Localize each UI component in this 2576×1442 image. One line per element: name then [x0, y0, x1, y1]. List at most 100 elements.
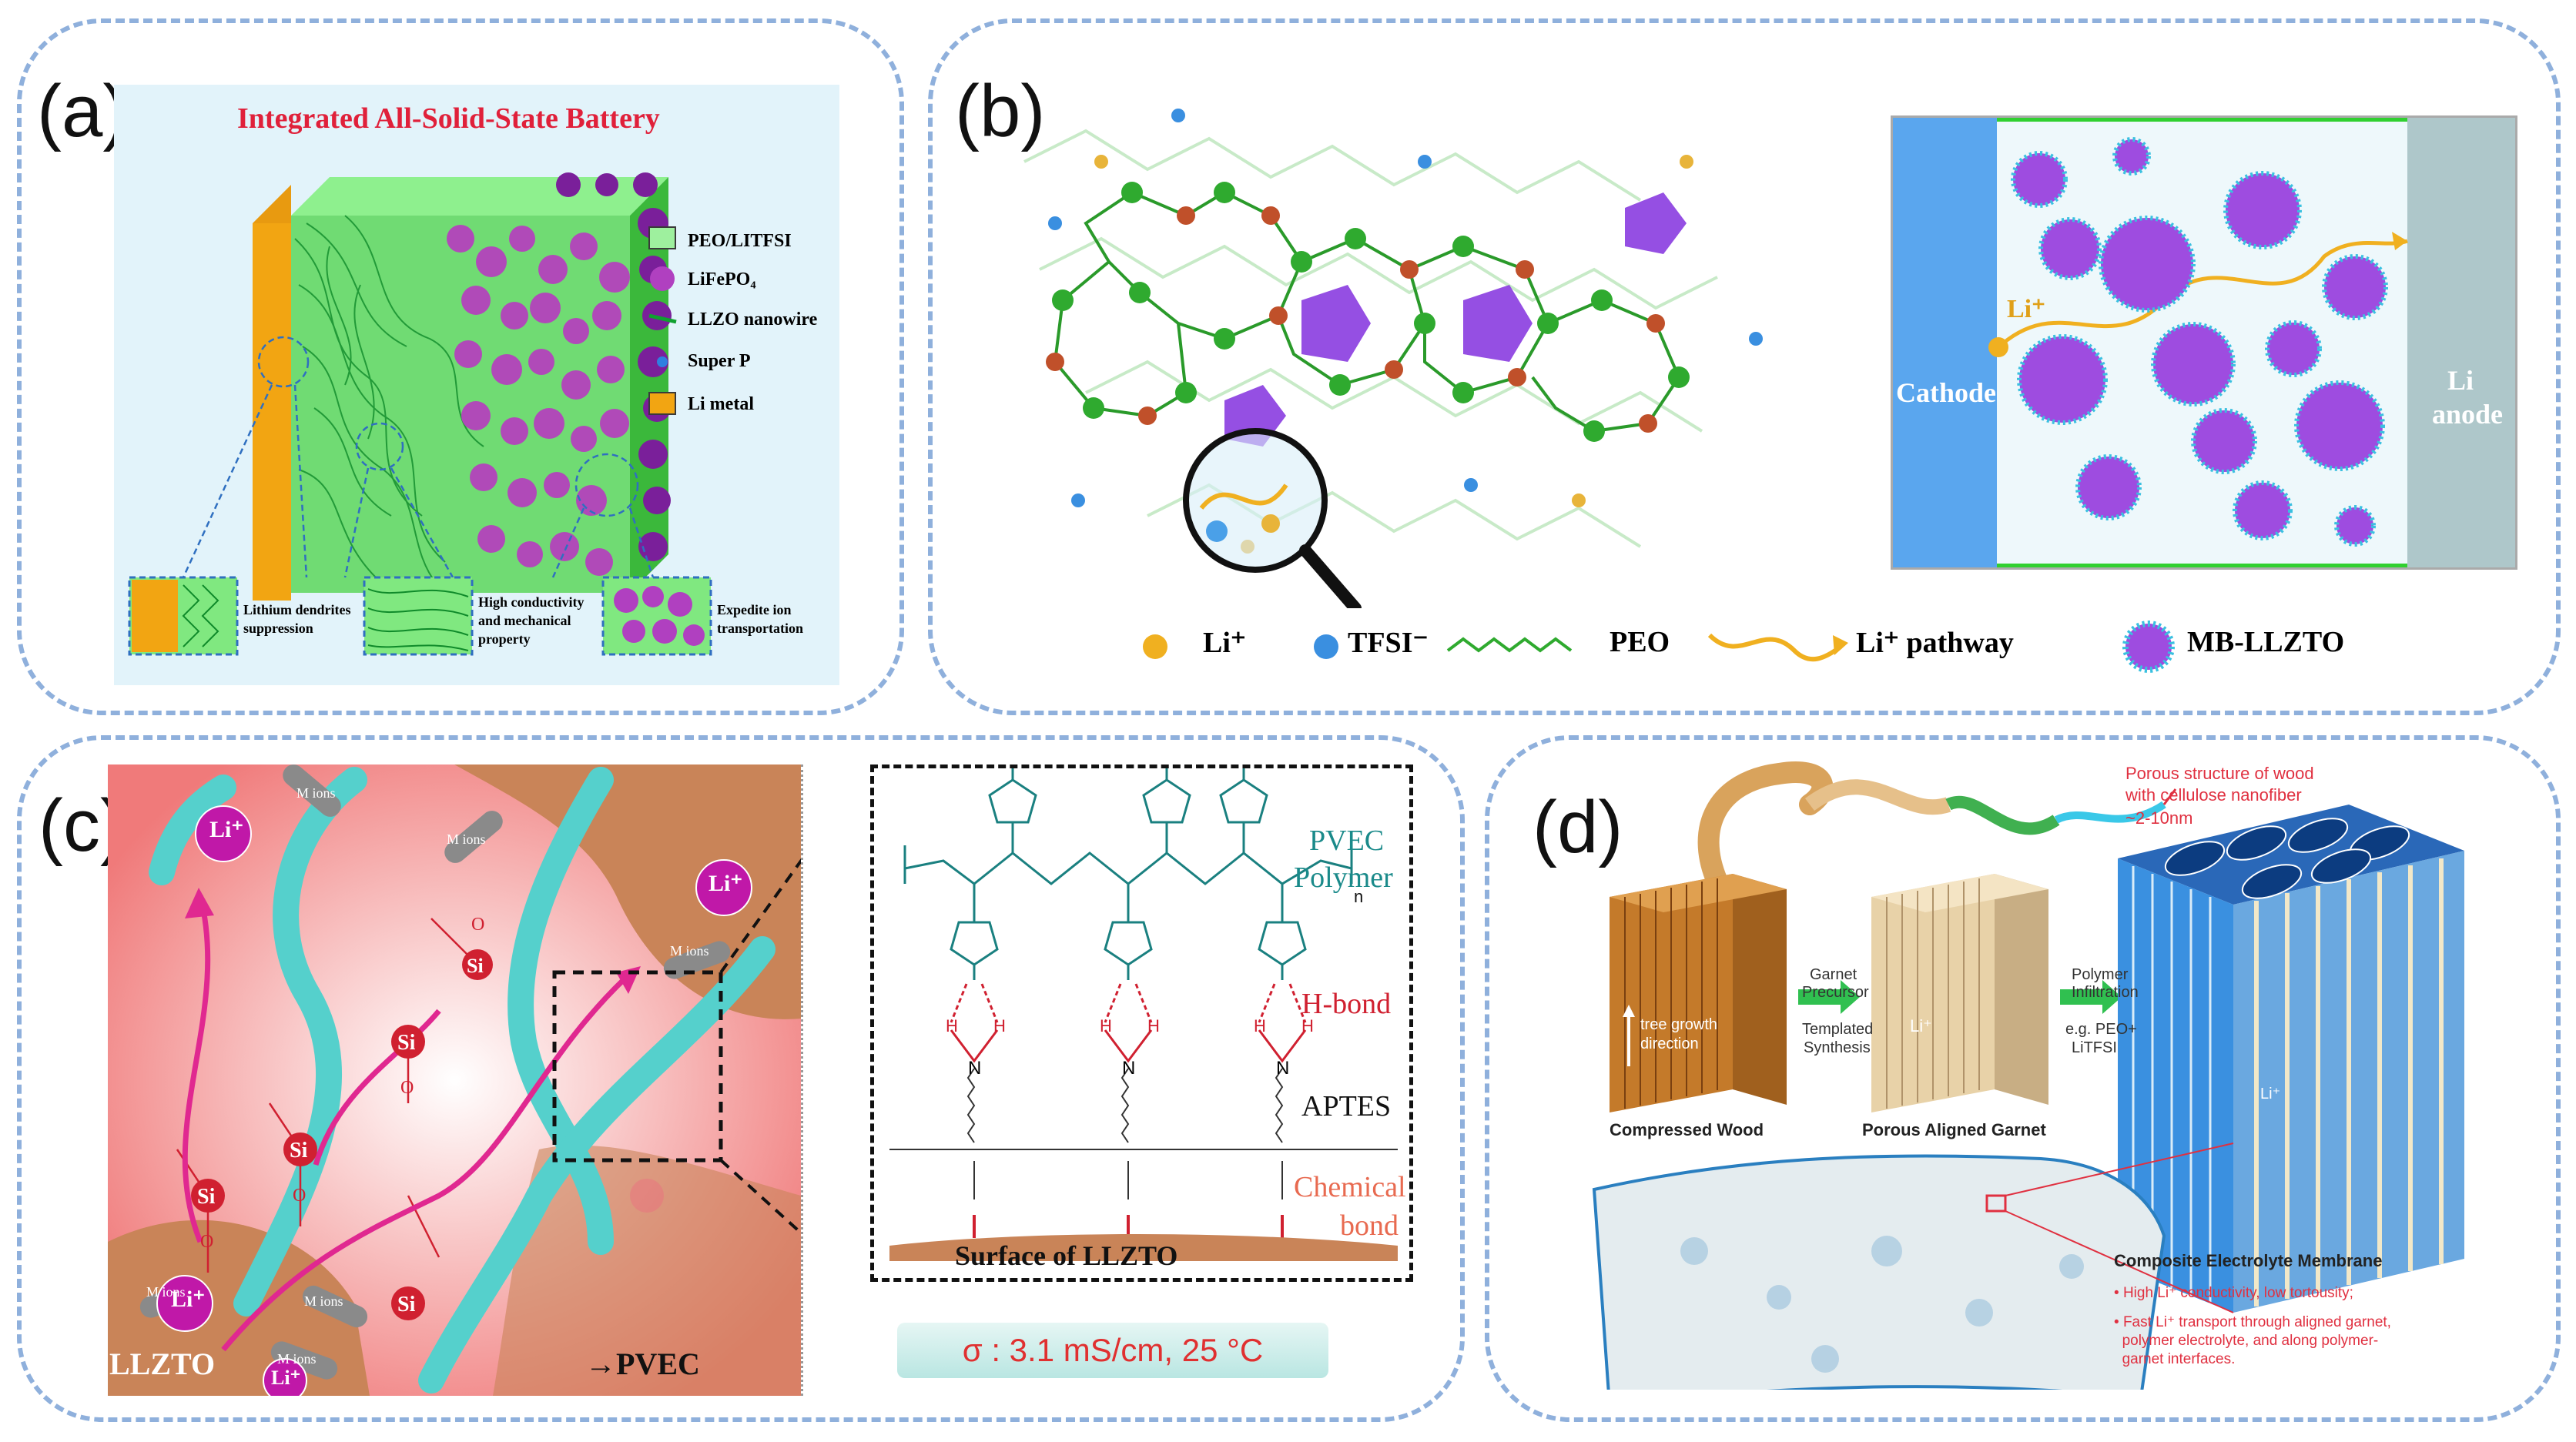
- chemical-bond-line2: bond: [1340, 1209, 1399, 1242]
- step2-line2: Infiltration: [2072, 984, 2139, 1001]
- inset-3-caption: Expedite ion transportation: [717, 602, 803, 636]
- step1-line3: Templated: [1802, 1021, 1874, 1038]
- hydrogen-3: H: [1100, 1016, 1112, 1035]
- legend-mb-llzto-particle: [2122, 621, 2175, 673]
- m-ions-4: M ions: [447, 831, 486, 847]
- m-ions-2: M ions: [277, 1351, 317, 1367]
- inset-2: [363, 576, 474, 656]
- hydrogen-2: H: [993, 1016, 1006, 1035]
- inset-1-caption: Lithium dendrites suppression: [243, 602, 351, 636]
- step1-line4: Synthesis: [1804, 1039, 1871, 1056]
- cellulose-fiber: [1945, 795, 2060, 835]
- si-label-3: Si: [397, 1031, 416, 1055]
- panel-b-legend-marks: [1143, 621, 2175, 673]
- bullet-2-line3: garnet interfaces.: [2122, 1351, 2236, 1367]
- wood-note-line3: ~2-10nm: [2125, 808, 2193, 828]
- o-label-4: O: [471, 915, 485, 935]
- panel-c-illustration: [108, 764, 801, 1396]
- electrolyte-block: [291, 216, 630, 593]
- bullet-2-line1: Fast Li⁺ transport through aligned garne…: [2122, 1314, 2391, 1330]
- li-ion-1: Li⁺: [209, 817, 244, 842]
- m-ions-1: M ions: [146, 1284, 186, 1300]
- llzto-label: LLZTO: [109, 1347, 216, 1381]
- li-ion-2: Li⁺: [708, 871, 743, 896]
- subscript-n: n: [1354, 887, 1364, 906]
- inset-3: [601, 576, 712, 656]
- o-label-1: O: [200, 1232, 214, 1252]
- surface-llzto-label: Surface of LLZTO: [955, 1240, 1178, 1271]
- tree-growth-line2: direction: [1640, 1035, 1699, 1052]
- membrane-li-label: Li⁺: [2260, 1086, 2281, 1102]
- legend-peo-chain: [1446, 637, 1573, 653]
- nitrogen-2: N: [1122, 1058, 1136, 1079]
- bullet-1: • High Li⁺ conductivity, low tortousity;: [2114, 1285, 2353, 1301]
- panel-d-illustration: [1592, 761, 2464, 1390]
- magnifier-icon: [1183, 428, 1362, 608]
- hydrogen-6: H: [1301, 1016, 1314, 1035]
- panel-b-label: (b): [955, 70, 1046, 152]
- battery-illustration: [128, 172, 712, 656]
- legend-tfsi: TFSI⁻: [1348, 627, 1429, 659]
- legend-lfp: LiFePO₄: [688, 269, 756, 289]
- porous-garnet-block: [1871, 874, 2048, 1112]
- mb-llzto-particles: [1988, 137, 2408, 547]
- panel-a-label: (a): [37, 70, 128, 152]
- legend-peo: PEO: [1610, 626, 1670, 658]
- step1-line1: Garnet: [1810, 966, 1857, 983]
- o-label-2: O: [293, 1186, 307, 1206]
- legend-llzo: LLZO nanowire: [688, 309, 818, 330]
- hydrogen-1: H: [946, 1016, 958, 1035]
- aptes-label: APTES: [1301, 1090, 1392, 1122]
- panel-c-divider: [801, 764, 803, 1396]
- bullet-2: • Fast Li⁺ transport through aligned gar…: [2114, 1314, 2391, 1367]
- panel-c: [17, 735, 1465, 1422]
- li-ion-4: Li⁺: [271, 1367, 301, 1389]
- legend-pathway: Li⁺ pathway: [1856, 627, 2014, 659]
- o-label-3: O: [400, 1078, 414, 1098]
- structure-box: [870, 764, 1413, 1282]
- pvec-polymer-line2: Polymer: [1294, 862, 1393, 894]
- cathode-plate: [1893, 118, 1997, 567]
- wood-note-line1: Porous structure of wood: [2125, 764, 2314, 783]
- inset-2-caption: High conductivity and mechanical propert…: [478, 594, 585, 647]
- bullet-2-line2: polymer electrolyte, and along polymer-: [2122, 1333, 2379, 1349]
- porous-garnet-label: Porous Aligned Garnet: [1862, 1120, 2046, 1139]
- wood-fiber: [1697, 761, 1834, 892]
- legend-tfsi-dot: [1314, 634, 1338, 659]
- m-ions-6: M ions: [296, 785, 336, 801]
- hydrogen-4: H: [1147, 1016, 1160, 1035]
- nitrogen-1: N: [968, 1058, 982, 1079]
- anode-label-line2: anode: [2432, 399, 2504, 430]
- anode-plate: [2407, 118, 2515, 567]
- si-label-5: Si: [467, 955, 484, 977]
- chemical-bond-line1: Chemical: [1294, 1171, 1406, 1203]
- pvec-structure: [889, 768, 1398, 1261]
- m-ions-5: M ions: [670, 943, 709, 959]
- membrane-label: Composite Electrolyte Membrane: [2114, 1251, 2383, 1270]
- cathode-label: Cathode: [1896, 377, 1997, 408]
- compressed-wood-block: [1610, 874, 1787, 1112]
- legend-superp: Super P: [688, 351, 751, 371]
- garnet-li-label: Li⁺: [1910, 1016, 1932, 1035]
- si-label-1: Si: [197, 1185, 216, 1209]
- si-label-2: Si: [290, 1139, 308, 1163]
- step2-line3: e.g. PEO+: [2065, 1021, 2137, 1038]
- pvec-polymer-line1: PVEC: [1309, 825, 1385, 857]
- inset-1: [128, 576, 239, 656]
- m-ions-3: M ions: [304, 1293, 343, 1309]
- li-ion-label: Li⁺: [2007, 295, 2046, 323]
- conductivity-badge: σ : 3.1 mS/cm, 25 °C: [897, 1323, 1328, 1378]
- panel-a-title: Integrated All-Solid-State Battery: [237, 102, 660, 135]
- panel-a-figure: Integrated All-Solid-State Battery: [114, 85, 839, 685]
- legend-peo: PEO/LITFSI: [688, 231, 792, 251]
- panel-b: [928, 18, 2561, 715]
- membrane-block: [2118, 805, 2464, 1313]
- li-ion-3: Li⁺: [171, 1286, 206, 1312]
- step2-line4: LiTFSI: [2072, 1039, 2117, 1056]
- legend-li-dot: [1143, 634, 1167, 659]
- battery-cell: Cathode Li anode Li⁺: [1891, 115, 2517, 570]
- legend-li-metal: Li metal: [688, 394, 754, 414]
- legend-li: Li⁺: [1203, 627, 1246, 659]
- li-pathway: [1995, 239, 2408, 350]
- pvec-arrow-text: PVEC: [616, 1347, 700, 1381]
